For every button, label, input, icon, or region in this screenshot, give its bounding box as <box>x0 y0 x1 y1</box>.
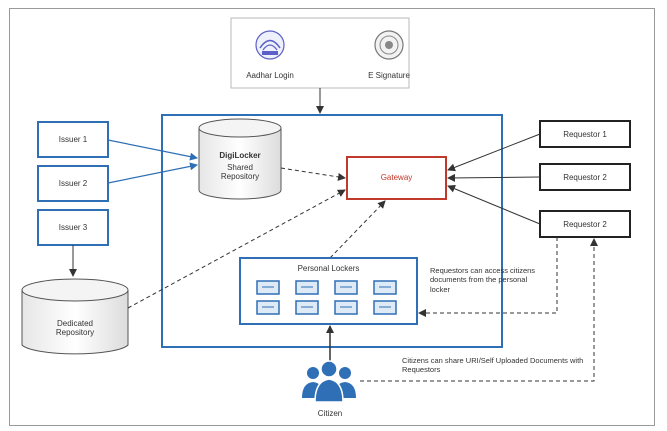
shared-to-gateway-arrow <box>280 167 346 181</box>
requestor-3-arrow <box>447 184 541 225</box>
esign-label: E Signature <box>368 71 410 80</box>
issuer-1-box <box>37 121 109 158</box>
citizen-label: Citizen <box>317 409 343 418</box>
issuer-2-arrow <box>107 162 198 184</box>
issuer-3-label: Issuer 3 <box>58 223 88 232</box>
gateway-box <box>346 156 447 200</box>
requestor-3-label: Requestor 2 <box>563 220 607 229</box>
issuer-1-arrow <box>107 139 198 161</box>
requestors-access-note: Requestors can access citizens documents… <box>430 266 536 294</box>
requestor-1-arrow <box>447 133 541 172</box>
dedicated-to-gateway-arrow <box>127 189 346 309</box>
dedicated-repository-cylinder <box>21 278 129 355</box>
issuer-3-box <box>37 209 109 246</box>
citizens-share-note: Citizens can share URI/Self Uploaded Doc… <box>402 356 584 375</box>
gateway-label: Gateway <box>380 173 413 182</box>
lockers-to-gateway-arrow <box>329 200 386 259</box>
issuer-2-label: Issuer 2 <box>58 179 88 188</box>
citizen-group-icon <box>302 360 356 403</box>
digilocker-title: DigiLocker <box>219 151 261 160</box>
shared-repository-label: Shared Repository <box>220 163 260 182</box>
personal-lockers-label: Personal Lockers <box>297 264 360 273</box>
citizen-to-requestor-path <box>360 238 598 382</box>
requestor-2-arrow <box>447 173 541 182</box>
shared-repository-cylinder <box>198 118 282 200</box>
requestor-3-box <box>539 210 631 238</box>
issuer-2-box <box>37 165 109 202</box>
dedicated-repository-label: Dedicated Repository <box>55 319 95 338</box>
aadhar-logo-icon <box>255 30 285 60</box>
requestor-2-label: Requestor 2 <box>563 173 607 182</box>
requestor-to-lockers-path <box>418 237 558 317</box>
requestor-1-label: Requestor 1 <box>563 130 607 139</box>
esign-emblem-icon <box>374 30 404 60</box>
aadhar-login-label: Aadhar Login <box>246 71 294 80</box>
issuer-1-label: Issuer 1 <box>58 135 88 144</box>
